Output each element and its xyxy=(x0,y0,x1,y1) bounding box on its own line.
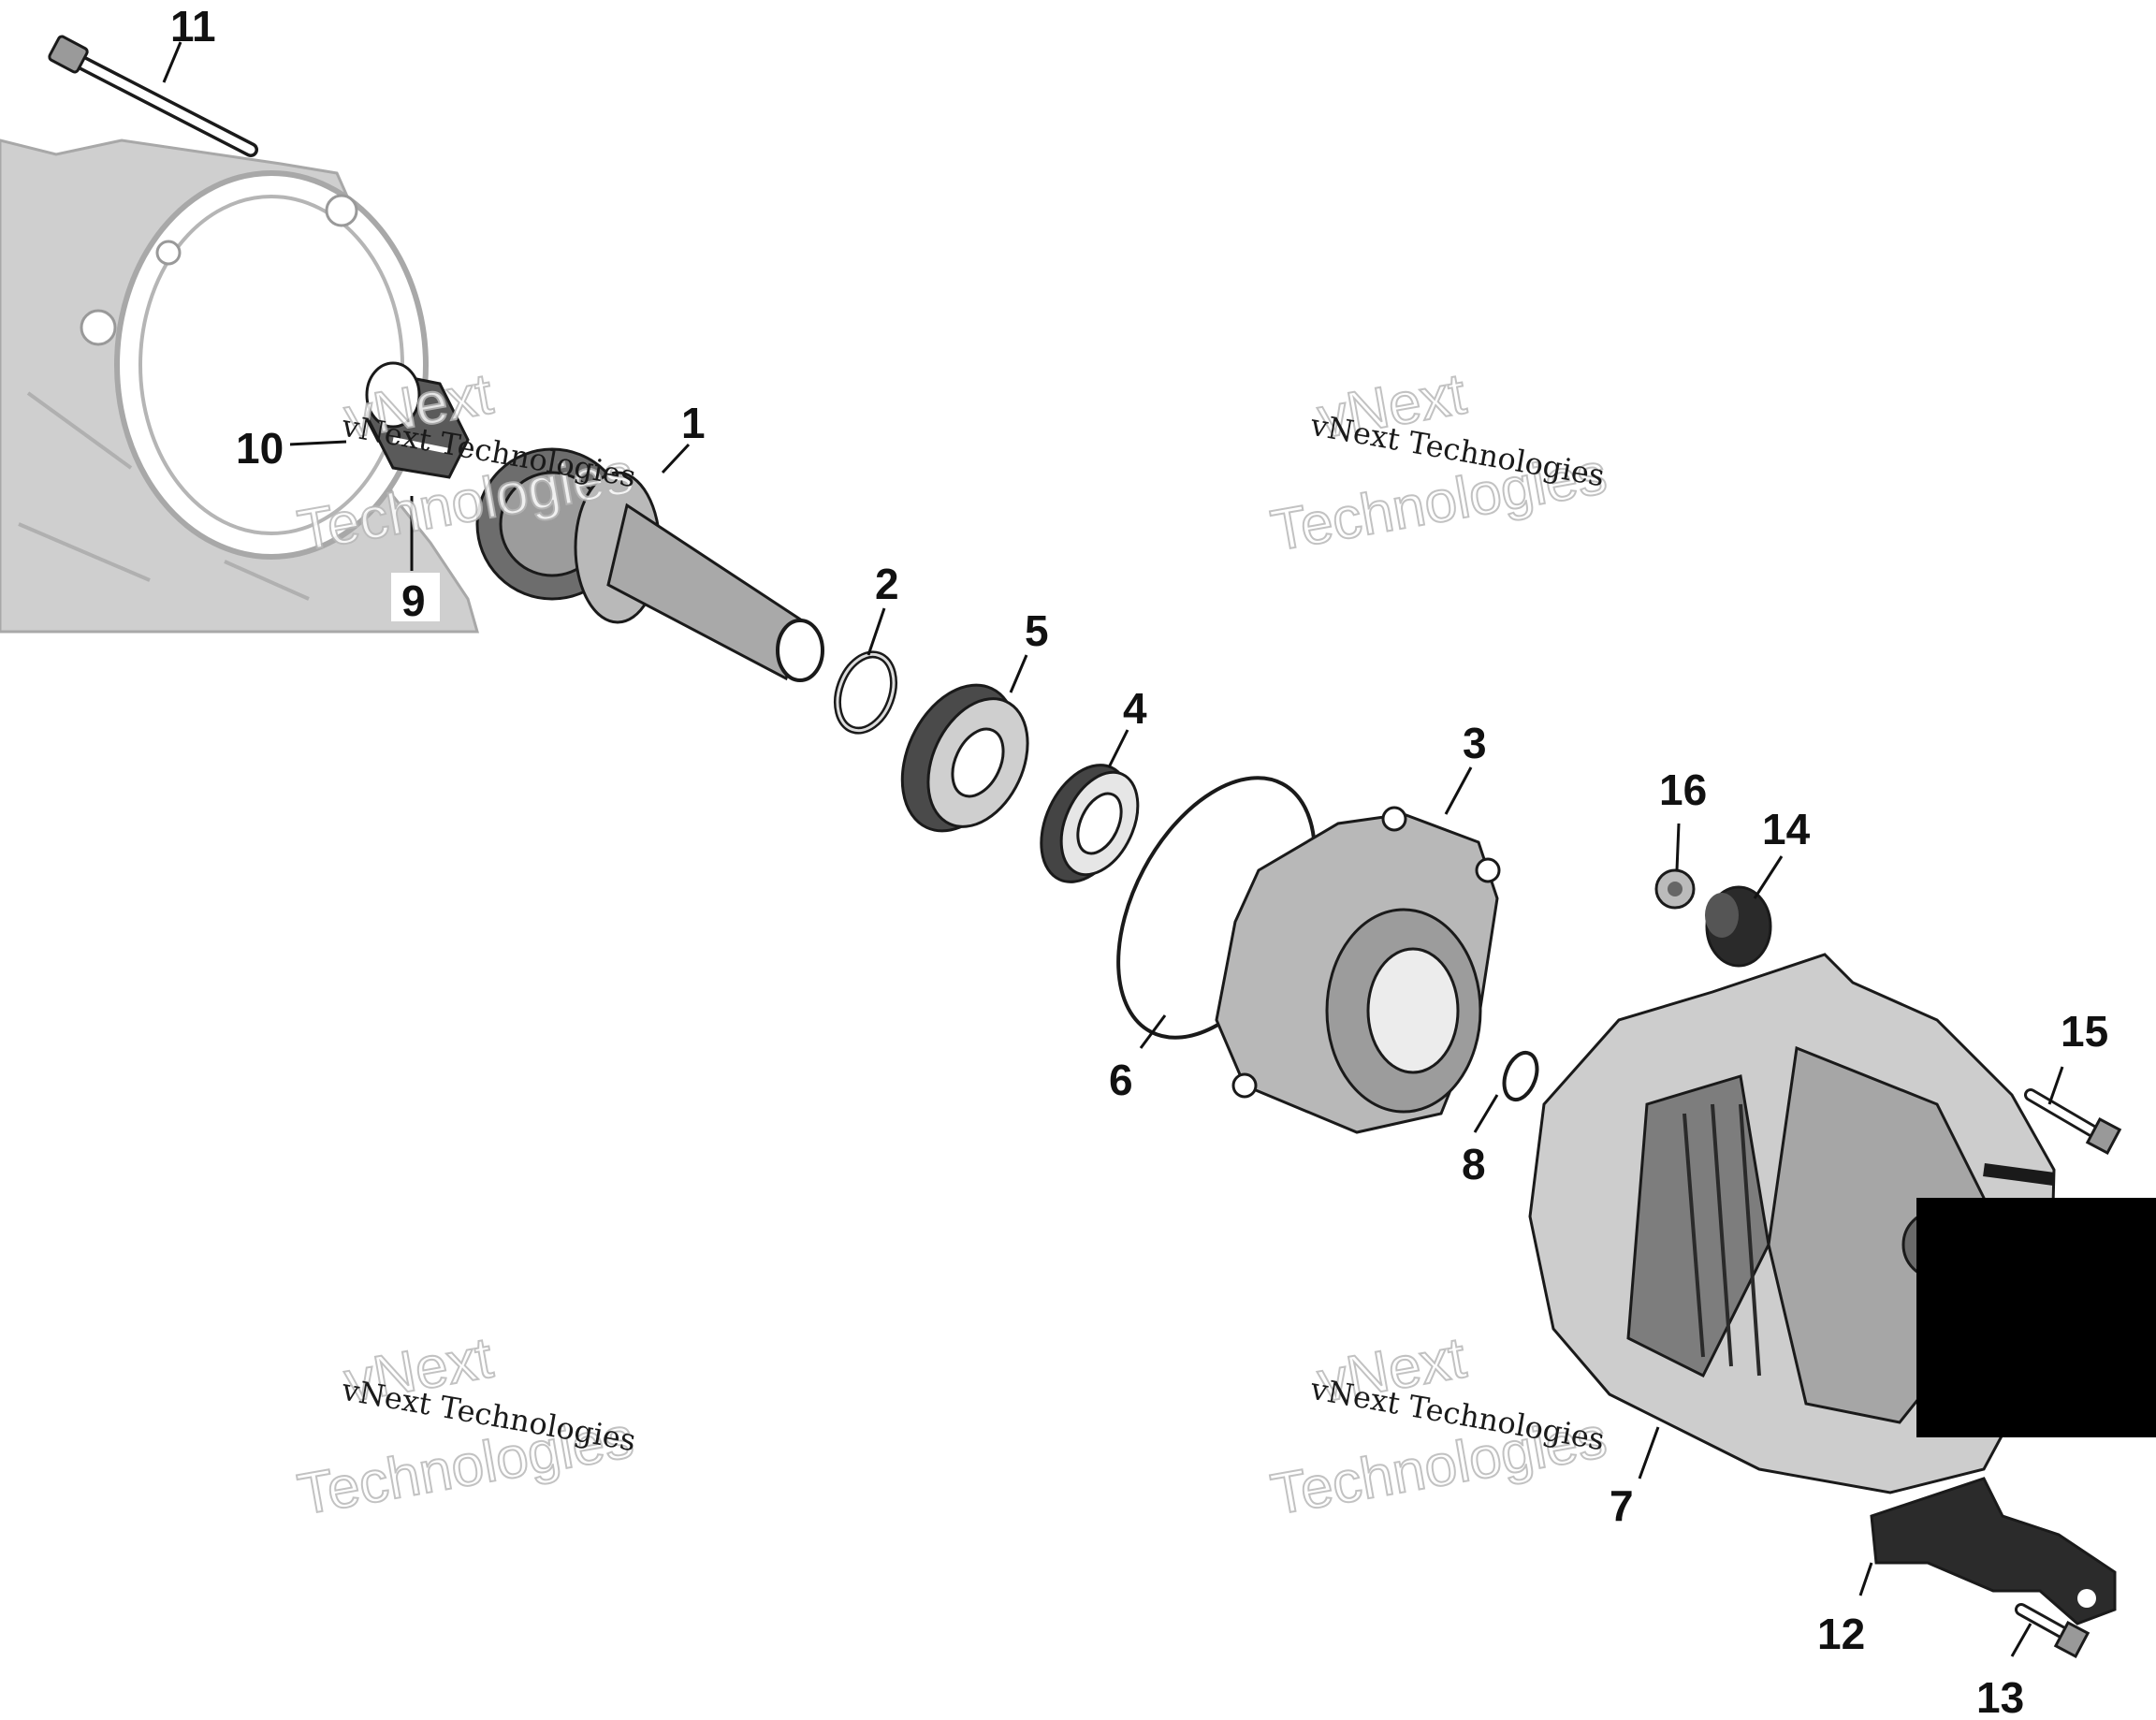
long-bolt-11 xyxy=(48,35,258,157)
nut-16 xyxy=(1654,868,1696,910)
callout-5: 5 xyxy=(1025,606,1049,655)
callout-8: 8 xyxy=(1462,1140,1486,1188)
watermark-top-right: vNext Technologies vNext Technologies xyxy=(1265,360,1611,564)
callout-3: 3 xyxy=(1463,719,1487,767)
callout-14: 14 xyxy=(1762,805,1811,853)
callout-labels: 1 2 3 4 5 6 7 8 9 10 11 12 13 14 15 16 xyxy=(170,2,2108,1720)
callout-12: 12 xyxy=(1817,1610,1865,1658)
ball-bearing-5 xyxy=(900,683,1029,833)
bolt-13 xyxy=(2015,1603,2090,1659)
bracket-12 xyxy=(1870,1477,2117,1625)
seal-ring-4 xyxy=(1040,764,1140,883)
callout-2: 2 xyxy=(875,560,899,608)
small-o-ring-8 xyxy=(1502,1050,1539,1102)
callout-15: 15 xyxy=(2061,1007,2108,1056)
callout-9: 9 xyxy=(401,576,426,625)
callout-11: 11 xyxy=(170,2,216,51)
engine-housing xyxy=(0,138,479,634)
leader-lines xyxy=(162,41,2064,1657)
gear-shaft-1 xyxy=(475,447,824,682)
callout-16: 16 xyxy=(1659,765,1707,814)
callout-6: 6 xyxy=(1109,1056,1133,1104)
bearing-race-10 xyxy=(365,361,470,479)
bolt-15 xyxy=(2024,1088,2122,1156)
cover-housing-3 xyxy=(1215,806,1501,1134)
callout-4: 4 xyxy=(1123,684,1147,733)
callout-1: 1 xyxy=(681,399,706,447)
callout-7: 7 xyxy=(1610,1481,1634,1530)
callout-10: 10 xyxy=(236,424,284,473)
redaction-box xyxy=(1916,1198,2156,1437)
circlip-2 xyxy=(834,650,897,735)
rubber-bushing-14 xyxy=(1705,885,1772,968)
watermark-bottom-left: vNext Technologies vNext Technologies xyxy=(292,1324,638,1528)
callout-13: 13 xyxy=(1976,1673,2024,1720)
